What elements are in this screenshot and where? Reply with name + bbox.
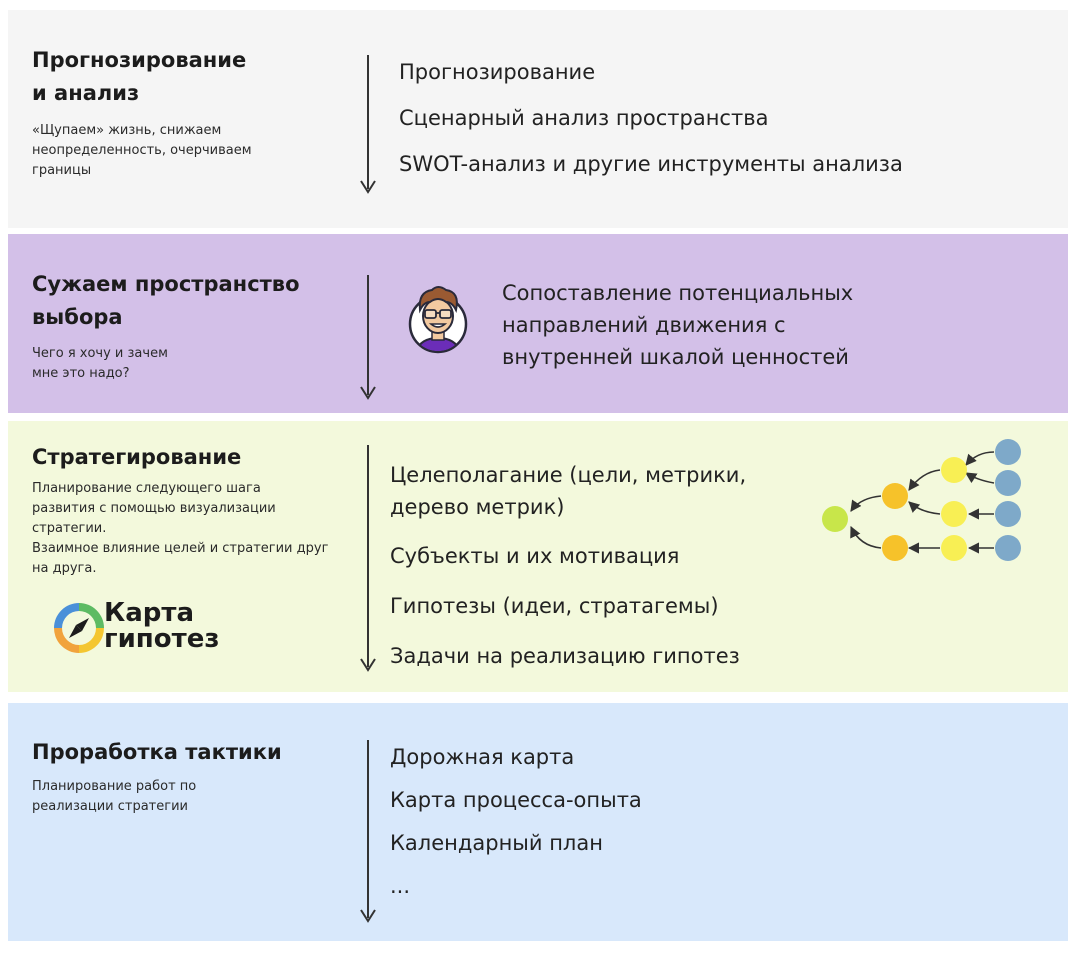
list-item: Дорожная карта [390,745,575,769]
metric-tree-diagram [822,439,1021,561]
tree-node-root [822,506,848,532]
list-item: Сопоставление потенциальных [502,281,854,305]
description-line: Планирование следующего шага [32,481,261,496]
section-description: Планирование следующего шага развития с … [32,479,328,579]
section-title: Проработка тактики [32,736,282,769]
list-item: ... [390,874,411,898]
description-line: Планирование работ по [32,779,197,794]
description-line: развития с помощью визуализации [32,501,276,516]
section-title-line: Стратегирование [32,445,242,469]
list-item: Сценарный анализ пространства [399,106,769,130]
section-tactics [8,703,1068,941]
section-title-line: выбора [32,305,123,329]
down-arrow-icon [360,740,376,923]
tree-node [941,457,967,483]
list-item: Субъекты и их мотивация [390,544,680,568]
section-title-line: и анализ [32,81,140,105]
logo-line: Карта [104,598,195,628]
section-title-line: Прогнозирование [32,48,247,72]
tree-node-leaf [995,535,1021,561]
list-item: Гипотезы (идеи, стратагемы) [390,594,719,618]
down-arrow-icon [360,55,376,194]
section-narrowing [8,234,1068,413]
description-line: на друга. [32,561,97,576]
section-description: Чего я хочу и зачем мне это надо? [32,344,168,384]
tree-node [882,535,908,561]
section-forecasting [8,10,1068,228]
list-item: дерево метрик) [390,495,565,519]
description-line: Чего я хочу и зачем [32,346,168,361]
tree-connectors [850,451,995,554]
list-item: Целеполагание (цели, метрики, [390,463,747,487]
list-item: Календарный план [390,831,603,855]
description-line: стратегии. [32,521,107,536]
list-item: направлений движения с [502,313,786,337]
logo-text: Карта гипотез [104,600,219,652]
down-arrow-icon [360,275,376,400]
section-title: Сужаем пространство выбора [32,268,300,334]
tree-node-leaf [995,470,1021,496]
section-title-line: Сужаем пространство [32,272,300,296]
logo-line: гипотез [104,624,220,654]
description-line: «Щупаем» жизнь, снижаем [32,123,222,138]
description-line: Взаимное влияние целей и стратегии друг [32,541,329,556]
down-arrow-icon [360,445,376,672]
list-item: Карта процесса-опыта [390,788,642,812]
tree-node-leaf [995,501,1021,527]
list-item: внутренней шкалой ценностей [502,345,849,369]
person-avatar-icon [408,286,468,354]
description-line: мне это надо? [32,366,130,381]
list-item: Прогнозирование [399,60,596,84]
list-item: Задачи на реализацию гипотез [390,644,740,668]
tree-node [941,535,967,561]
description-line: неопределенность, очерчиваем [32,143,252,158]
section-title: Прогнозирование и анализ [32,44,246,110]
description-line: границы [32,163,92,178]
list-item: SWOT-анализ и другие инструменты анализа [399,152,903,176]
section-description: «Щупаем» жизнь, снижаем неопределенность… [32,121,252,181]
section-title: Стратегирование [32,441,241,474]
compass-logo-icon [54,603,104,653]
logo: Карта гипотез [44,600,244,658]
section-description: Планирование работ по реализации стратег… [32,777,196,817]
description-line: реализации стратегии [32,799,188,814]
section-title-line: Проработка тактики [32,740,282,764]
tree-node [882,483,908,509]
tree-node-leaf [995,439,1021,465]
tree-node [941,501,967,527]
